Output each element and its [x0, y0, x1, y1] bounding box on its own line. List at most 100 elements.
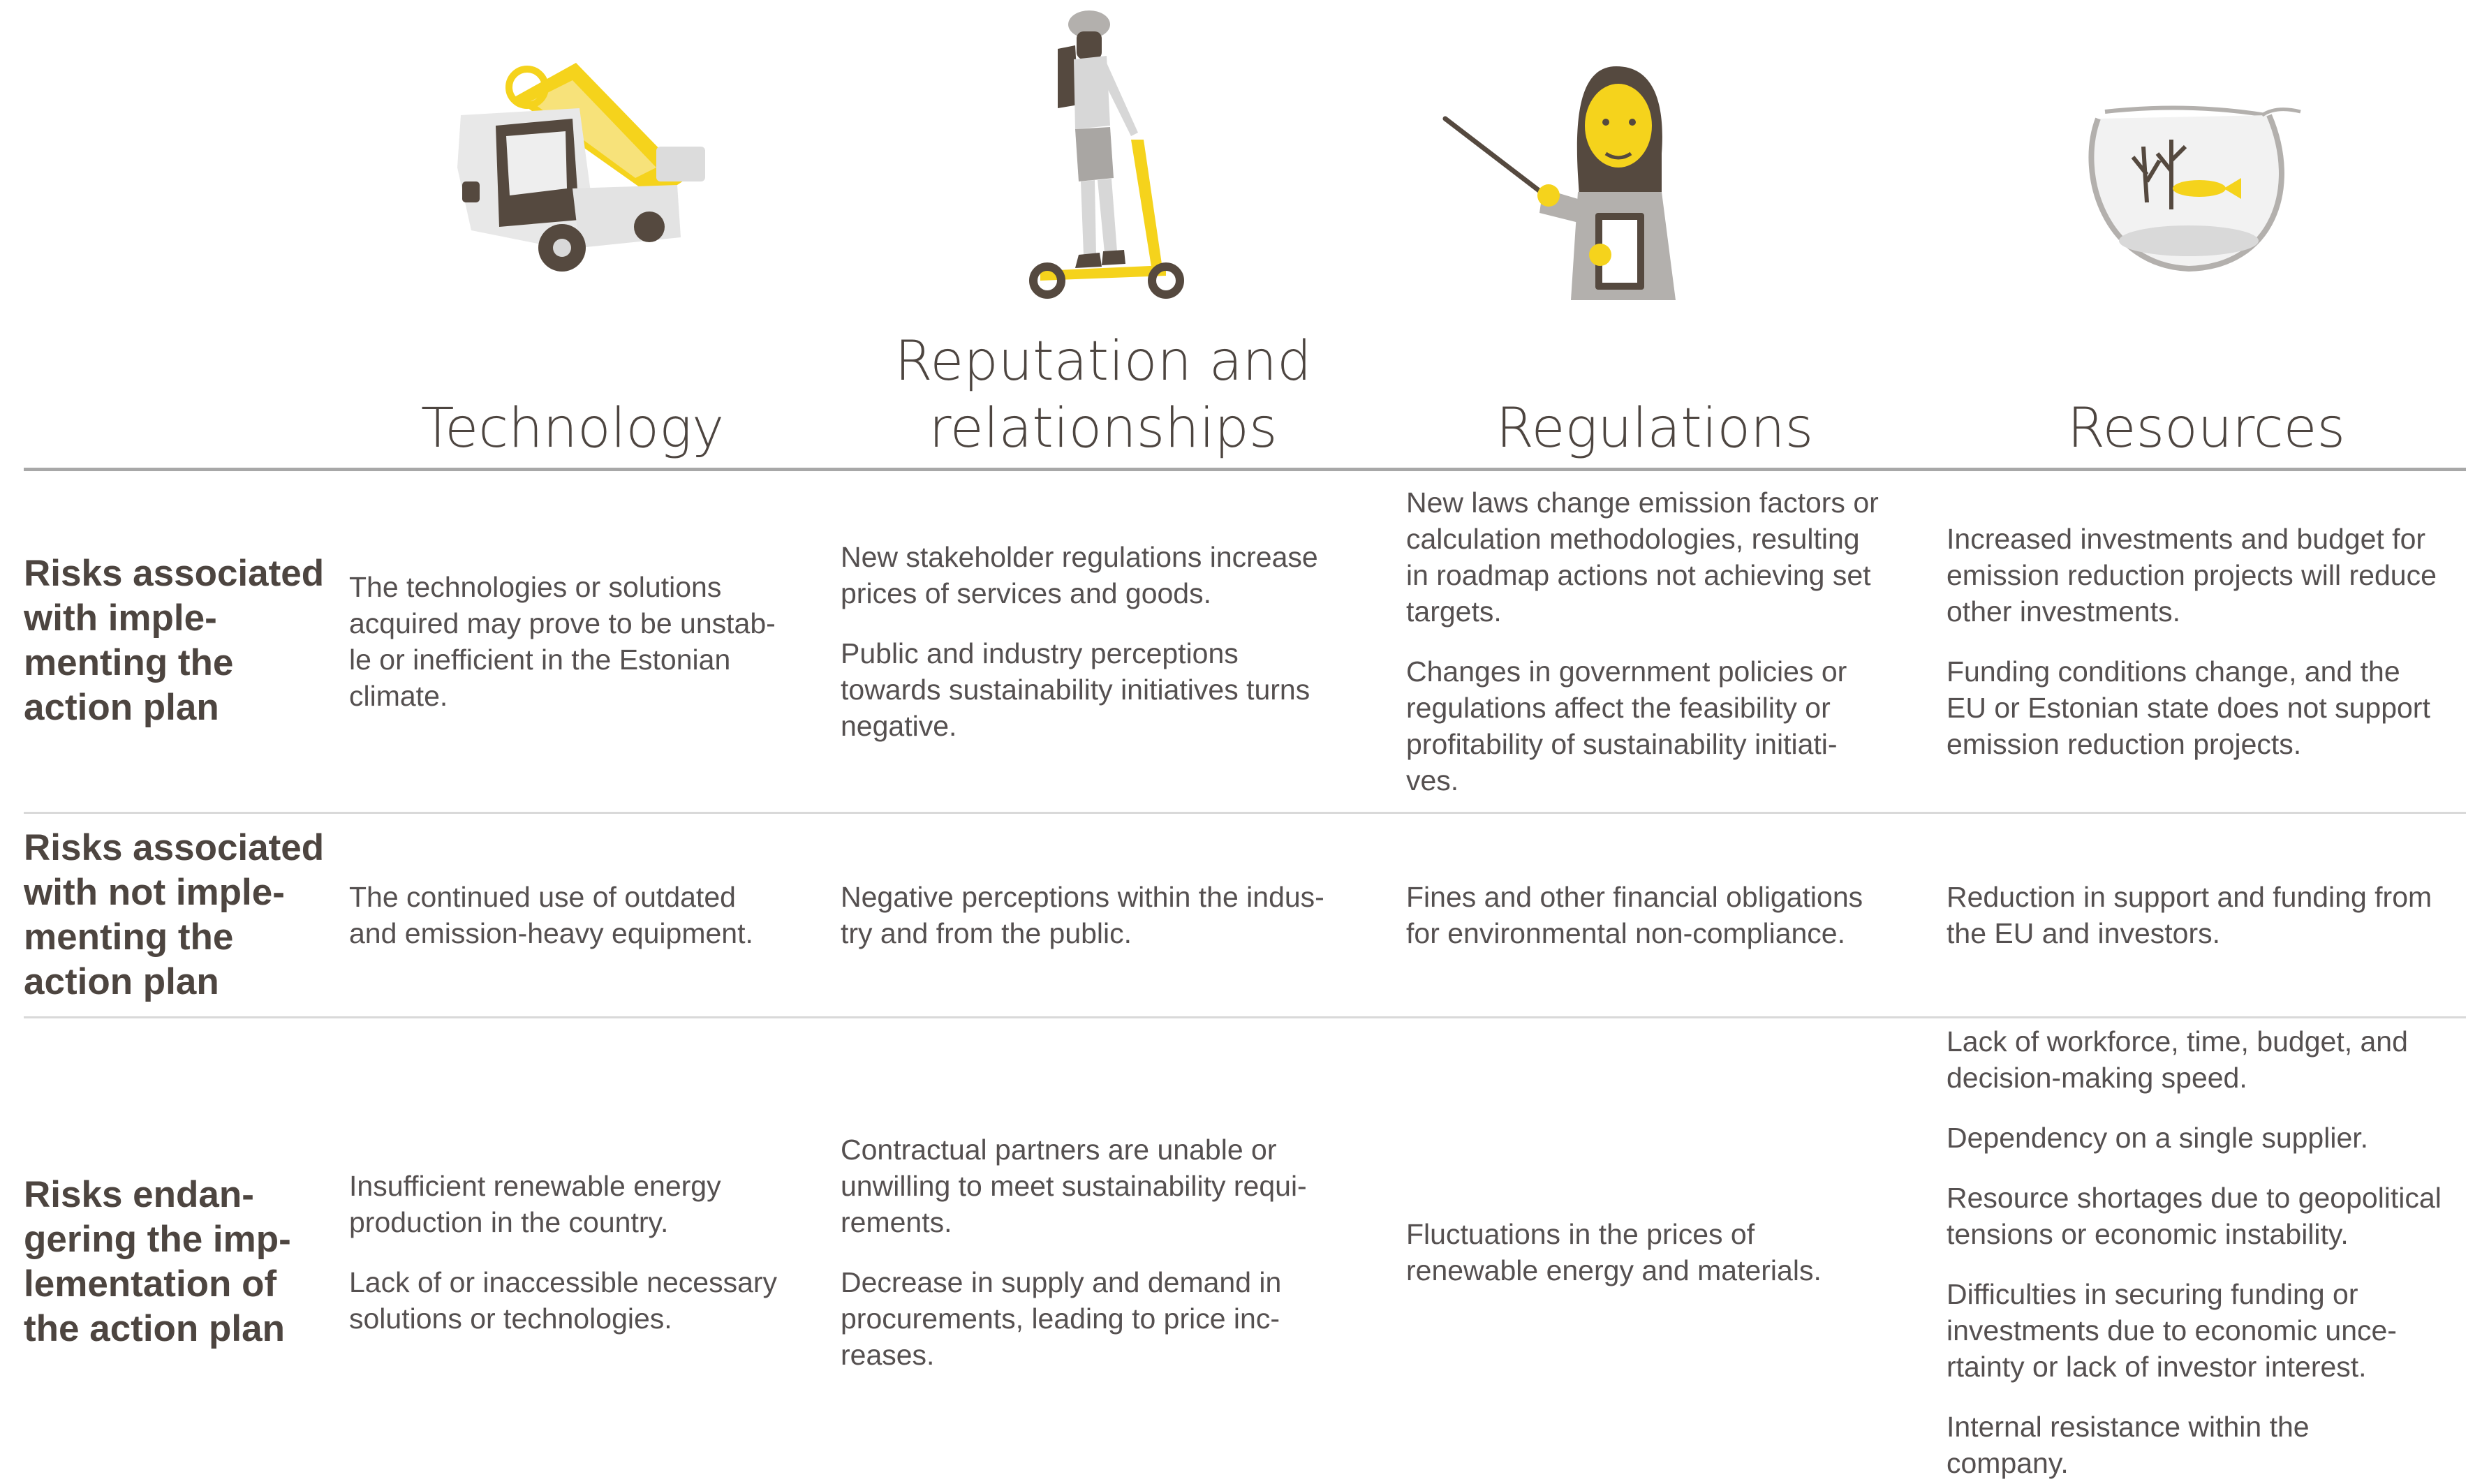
risk-text-line: Increased investments and budget for	[1947, 522, 2426, 555]
scooter-rider-icon	[1029, 10, 1184, 299]
risk-item: Decrease in supply and demand in procurem…	[841, 1264, 1385, 1373]
risk-item: Negative perceptions within the indus-tr…	[841, 879, 1385, 951]
column-header-regulations: Regulations	[1396, 395, 1913, 462]
risk-text-line: Reduction in support and funding from	[1947, 881, 2432, 913]
risk-text-line: Resource shortages due to geopolitical	[1947, 1181, 2442, 1214]
row-label-line: the action plan	[24, 1308, 285, 1349]
risk-cell: Fluctuations in the prices of renewable e…	[1406, 1020, 1937, 1484]
risk-text-line: Funding conditions change, and the	[1947, 655, 2400, 688]
risk-text-line: Lack of workforce, time, budget, and	[1947, 1025, 2408, 1058]
risk-text-line: for environmental non-compliance.	[1406, 917, 1845, 949]
risk-text-line: The continued use of outdated	[349, 881, 736, 913]
risk-item: Fines and other financial obligations for…	[1406, 879, 1937, 951]
risk-text-line: procurements, leading to price inc-	[841, 1302, 1280, 1335]
risk-item: Difficulties in securing funding or inves…	[1947, 1276, 2477, 1385]
electric-truck-icon	[457, 63, 705, 272]
risk-item: New stakeholder regulations increase pric…	[841, 539, 1385, 611]
risk-text-line: Fluctuations in the prices of	[1406, 1217, 1755, 1250]
risk-text-line: unwilling to meet sustainability requi-	[841, 1169, 1307, 1202]
row-label-line: action plan	[24, 961, 219, 1002]
risk-text-line: Decrease in supply and demand in	[841, 1266, 1282, 1298]
risk-item: Fluctuations in the prices of renewable e…	[1406, 1216, 1937, 1289]
risk-text-line: production in the country.	[349, 1205, 669, 1238]
row-label-line: Risks endan-	[24, 1174, 254, 1215]
risk-text-line: ves.	[1406, 764, 1459, 796]
row-label-line: action plan	[24, 687, 219, 728]
risk-item: Public and industry perceptions towards s…	[841, 635, 1385, 744]
header-divider	[24, 468, 2466, 471]
risk-text-line: Contractual partners are unable or	[841, 1133, 1277, 1166]
risk-text-line: the EU and investors.	[1947, 917, 2220, 949]
risk-text-line: Public and industry perceptions	[841, 637, 1239, 669]
row-label-line: with not imple-	[24, 872, 285, 913]
row-divider	[24, 1016, 2466, 1018]
risk-text-line: company.	[1947, 1446, 2069, 1479]
risk-text-line: New laws change emission factors or	[1406, 486, 1879, 519]
column-title-line: Regulations	[1495, 397, 1814, 460]
risk-item: The continued use of outdated and emissio…	[349, 879, 824, 951]
risk-text-line: rtainty or lack of investor interest.	[1947, 1350, 2367, 1383]
risk-cell: Reduction in support and funding from the…	[1947, 815, 2477, 1015]
presenter-woman-icon	[1442, 66, 1676, 300]
risk-text-line: Negative perceptions within the indus-	[841, 881, 1324, 913]
risk-text-line: EU or Estonian state does not support	[1947, 691, 2430, 724]
risk-cell: The continued use of outdated and emissio…	[349, 815, 824, 1015]
risk-text-line: in roadmap actions not achieving set	[1406, 558, 1871, 591]
risk-text-line: Changes in government policies or	[1406, 655, 1847, 688]
column-header-resources: Resources	[1948, 395, 2465, 462]
risk-text-line: emission reduction projects will reduce	[1947, 558, 2437, 591]
row-label-line: gering the imp-	[24, 1219, 291, 1260]
risk-text-line: solutions or technologies.	[349, 1302, 672, 1335]
risk-cell: New stakeholder regulations increase pric…	[841, 472, 1385, 810]
column-title-line: Resources	[2067, 397, 2346, 460]
risk-text-line: investments due to economic unce-	[1947, 1314, 2397, 1346]
risk-cell: Fines and other financial obligations for…	[1406, 815, 1937, 1015]
risk-text-line: and emission-heavy equipment.	[349, 917, 753, 949]
risk-item: Dependency on a single supplier.	[1947, 1120, 2477, 1156]
column-title-line: Technology	[420, 397, 725, 460]
risk-text-line: towards sustainability initiatives turns	[841, 673, 1310, 706]
risk-text-line: Fines and other financial obligations	[1406, 881, 1863, 913]
risk-text-line: renewable energy and materials.	[1406, 1254, 1822, 1286]
row-label-endangering: Risks endan-gering the imp-lementation o…	[24, 1173, 317, 1351]
row-label-line: with imple-	[24, 598, 217, 639]
risk-text-line: decision-making speed.	[1947, 1061, 2247, 1094]
risk-text-line: rements.	[841, 1205, 952, 1238]
risk-text-line: prices of services and goods.	[841, 577, 1211, 609]
risk-item: Reduction in support and funding from the…	[1947, 879, 2477, 951]
column-header-technology: Technology	[349, 395, 796, 462]
risk-text-line: reases.	[841, 1338, 935, 1371]
row-label-line: menting the	[24, 642, 234, 683]
fishbowl-icon	[2088, 105, 2301, 272]
risk-text-line: Dependency on a single supplier.	[1947, 1121, 2369, 1154]
risk-text-line: targets.	[1406, 595, 1502, 628]
risk-text-line: regulations affect the feasibility or	[1406, 691, 1831, 724]
risk-text-line: acquired may prove to be unstab-	[349, 607, 776, 639]
column-title-line: relationships	[929, 397, 1278, 460]
risk-text-line: Difficulties in securing funding or	[1947, 1277, 2358, 1310]
risk-text-line: calculation methodologies, resulting	[1406, 522, 1860, 555]
risk-text-line: other investments.	[1947, 595, 2180, 628]
risk-text-line: tensions or economic instability.	[1947, 1217, 2349, 1250]
risk-text-line: try and from the public.	[841, 917, 1132, 949]
risk-text-line: New stakeholder regulations increase	[841, 540, 1318, 573]
row-label-line: lementation of	[24, 1263, 277, 1305]
